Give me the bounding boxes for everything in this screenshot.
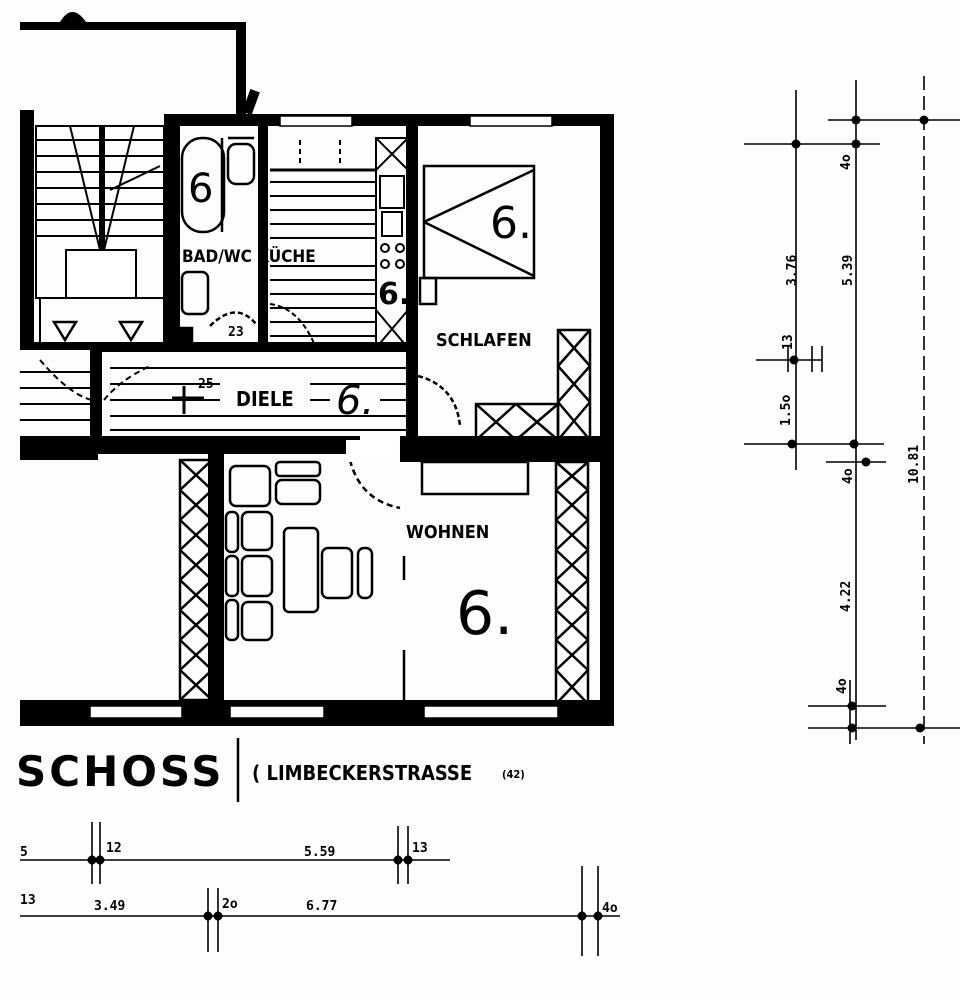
windows xyxy=(89,115,559,719)
hallway-fixtures xyxy=(110,367,406,431)
dimension-dots-bottom xyxy=(87,855,603,921)
dim-bottom-2-a: 13 xyxy=(20,893,36,908)
dim-bottom-2-c: 2o xyxy=(222,897,238,912)
dim-right-d: 13 xyxy=(781,334,796,350)
room-label-wohnen: WOHNEN xyxy=(406,522,489,543)
unit-marker-schlafen: 6. xyxy=(490,198,532,249)
staircase xyxy=(20,125,165,421)
room-label-diele: DIELE xyxy=(236,387,294,411)
street-name: ( LIMBECKERSTRASSE xyxy=(252,761,472,785)
dimension-dots-right xyxy=(787,115,929,733)
entry-marker xyxy=(60,12,260,115)
street-number: (42) xyxy=(502,768,525,781)
dim-bottom-2-b: 3.49 xyxy=(94,899,125,914)
dim-right-b: 3.76 xyxy=(785,255,800,286)
floor-title: SCHOSS xyxy=(16,747,225,796)
living-room-furniture xyxy=(178,440,590,706)
bedroom-furniture xyxy=(417,164,592,442)
dim-bottom-1-b: 12 xyxy=(106,841,122,856)
dim-bottom-1-c: 5.59 xyxy=(304,845,335,860)
bathroom-fixtures xyxy=(174,136,257,346)
dim-right-c: 5.39 xyxy=(841,255,856,286)
room-label-bad-wc-kueche: BAD/WC KÜCHE xyxy=(182,245,316,267)
unit-marker-bad: 6 xyxy=(188,166,213,212)
dim-right-f: 4o xyxy=(841,468,856,484)
dim-bottom-1-d: 13 xyxy=(412,841,428,856)
room-label-schlafen: SCHLAFEN xyxy=(436,330,532,351)
unit-marker-kitchen: 6. xyxy=(378,277,410,312)
dim-bottom-2-d: 6.77 xyxy=(306,899,337,914)
dim-right-a: 4o xyxy=(839,154,854,170)
dim-bottom-1-a: 5 xyxy=(20,845,28,860)
diele-small-label: 25 xyxy=(198,377,214,392)
bad-small-label: 23 xyxy=(228,325,244,340)
dim-right-g: 10.81 xyxy=(907,445,922,484)
kitchen-fixtures xyxy=(269,137,409,349)
dimension-lines-right xyxy=(744,76,960,744)
walls xyxy=(20,22,614,726)
unit-marker-diele: 6. xyxy=(336,378,374,424)
dim-right-h: 4.22 xyxy=(839,581,854,612)
unit-marker-wohnen: 6. xyxy=(456,579,513,649)
dim-right-e: 1.5o xyxy=(779,395,794,426)
dim-right-i: 4o xyxy=(835,678,850,694)
dim-bottom-2-e: 4o xyxy=(602,901,618,916)
